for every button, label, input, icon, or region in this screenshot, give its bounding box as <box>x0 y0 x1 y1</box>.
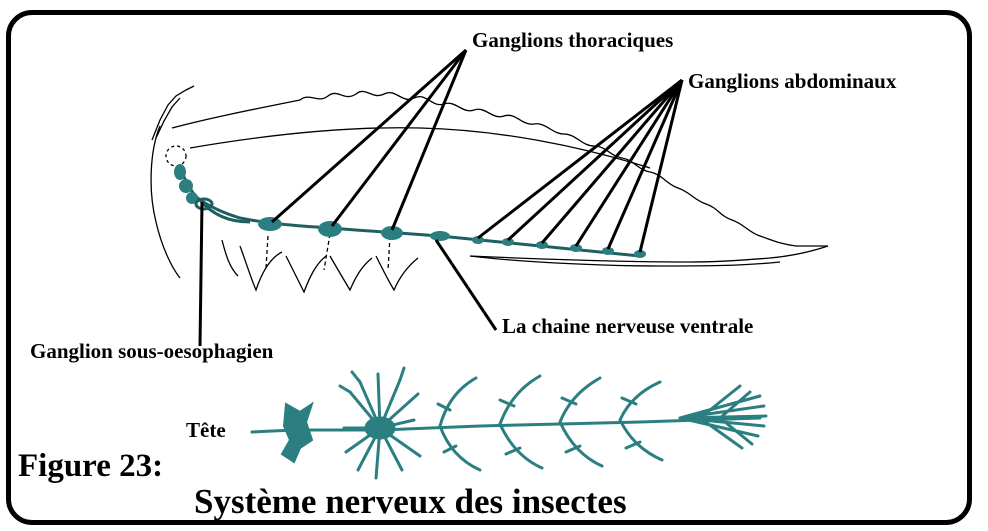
insect-leg-outline <box>240 246 282 290</box>
label-ganglions-thoraciques: Ganglions thoraciques <box>472 30 673 51</box>
cerebral-ganglion <box>174 164 186 180</box>
dashed-leg-base <box>266 236 268 268</box>
leader-abdominal-5 <box>608 80 682 249</box>
brain-circle <box>166 146 186 166</box>
thoracic-ganglion-4 <box>430 231 450 241</box>
label-ganglion-sous-oesophagien: Ganglion sous-oesophagien <box>30 341 273 362</box>
leader-sub-oesophageal <box>200 202 202 346</box>
leader-ventral-chain <box>436 240 496 330</box>
figure-title: Système nerveux des insectes <box>194 484 627 519</box>
leader-thoracic-2 <box>332 50 466 226</box>
label-tete: Tête <box>186 420 226 441</box>
label-chaine-nerveuse-ventrale: La chaine nerveuse ventrale <box>502 316 753 337</box>
schematic-tail-fan <box>680 386 766 448</box>
leader-thoracic-1 <box>272 50 466 222</box>
label-ganglions-abdominaux: Ganglions abdominaux <box>688 71 896 92</box>
thoracic-ganglion-1 <box>258 217 282 231</box>
insect-head-outline <box>151 126 180 278</box>
leader-abdominal-1 <box>478 80 682 238</box>
schematic-nervous-system <box>252 368 766 478</box>
figure-number: Figure 23: <box>18 450 163 483</box>
schematic-brain <box>282 404 312 462</box>
thoracic-ganglion-2 <box>318 221 342 237</box>
leader-lines <box>200 50 682 346</box>
leader-thoracic-3 <box>392 50 466 230</box>
insect-body-outline <box>151 86 828 292</box>
